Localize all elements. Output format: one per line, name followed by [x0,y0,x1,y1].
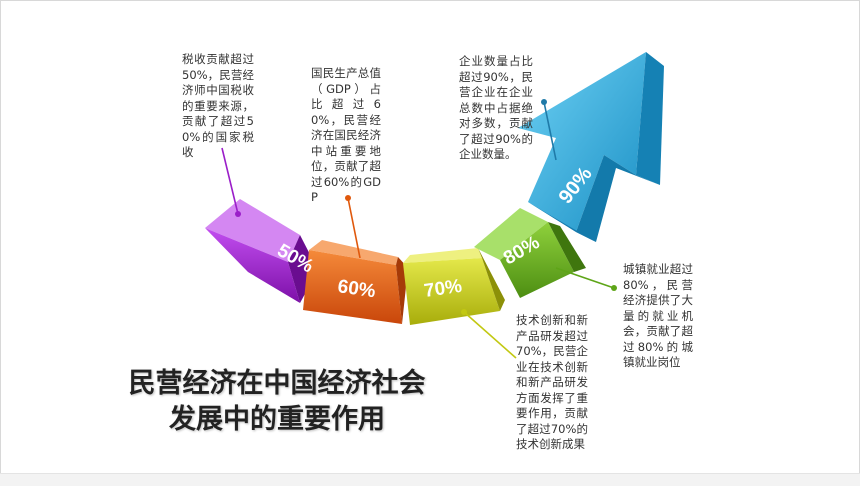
note-60: 国民生产总值（GDP）占比超过60%，民营经济在国民经济中站重要地位，贡献了超过… [311,66,381,204]
leader-line-70 [463,311,517,359]
leader-dot-50 [235,211,241,217]
note-70: 技术创新和新产品研发超过70%，民营企业在技术创新和新产品研发方面发挥了重要作用… [516,313,588,451]
segment-50-side [288,235,318,303]
segment-80-top [474,208,548,260]
leader-dot-90 [541,99,547,105]
leader-line-90 [543,101,557,161]
segment-80-front [500,222,574,298]
segment-60-front [303,250,402,324]
segment-50-top [205,199,300,262]
arrow-shaft-side [576,155,660,242]
segment-70 [403,248,505,325]
page-title: 民营经济在中国经济社会 发展中的重要作用 [112,366,442,438]
bottom-bar [0,473,860,486]
segment-70-front [403,258,500,325]
arrow-front [518,52,646,232]
segment-70-side [478,248,505,311]
note-90: 企业数量占比超过90%，民营企业在企业总数中占据绝对多数，贡献了超过90%的企业… [459,54,533,161]
segment-50-front [205,228,300,303]
leader-dot-70 [461,309,467,315]
leader-line-50 [221,147,239,215]
segment-80-side [548,222,586,272]
title-line-1: 民营经济在中国经济社会 [128,368,426,399]
arrow-side [636,52,664,185]
segment-80 [474,208,586,298]
note-80: 城镇就业超过80%，民营经济提供了大量的就业机会，贡献了超过80%的城镇就业岗位 [623,262,693,369]
leader-dot-60 [345,195,351,201]
segment-60-top [309,240,398,265]
title-line-2: 发展中的重要作用 [169,404,385,435]
segment-90-arrow [518,52,664,242]
leader-dot-80 [611,285,617,291]
note-50: 税收贡献超过50%，民营经济师中国税收的重要来源，贡献了超过50%的国家税收 [182,52,254,159]
leader-line-80 [555,267,615,289]
leader-line-60 [347,197,361,259]
segment-50 [205,199,318,303]
